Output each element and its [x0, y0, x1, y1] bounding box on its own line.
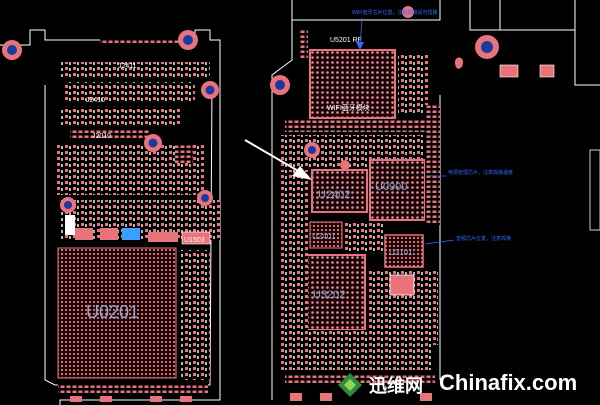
left-small-parts — [65, 215, 211, 245]
note-right-mid: 电源管理芯片，注意焊接温度 — [448, 169, 513, 176]
right-passives — [280, 105, 440, 383]
chip-u3202 — [304, 254, 366, 331]
watermark-en: Chinafix.com — [439, 370, 578, 395]
watermark: 迅维网 Chinafix.com — [335, 367, 600, 403]
chip-u5201 — [309, 49, 396, 119]
label-j2010: J2010 — [92, 133, 111, 140]
label-u3202: U3202 — [313, 289, 345, 301]
watermark-cn: 迅维网 — [369, 376, 423, 396]
label-j2410: J2410 — [86, 97, 105, 104]
annotation-right-low: 音频芯片位置，注意焊接 — [424, 235, 511, 245]
right-edge-parts — [589, 149, 600, 231]
chip-u0201 — [57, 247, 177, 379]
chip-u3101 — [384, 234, 424, 268]
chip-u2402 — [311, 169, 368, 213]
left-screw-holes — [2, 30, 219, 213]
annotation-right-mid: 电源管理芯片，注意焊接温度 — [428, 169, 513, 177]
left-bottom-row — [58, 384, 208, 402]
label-u0900: U0900 — [375, 181, 407, 193]
left-top-connectors — [55, 38, 220, 240]
label-u0201: U0201 — [86, 302, 139, 322]
label-u2401: U2401 — [312, 232, 336, 241]
right-screw-holes — [270, 6, 499, 170]
note-top: WIFI蓝牙芯片位置，注意焊接请勿短路 — [352, 9, 438, 16]
left-passives — [180, 250, 210, 380]
chip-u2401 — [309, 221, 343, 249]
chinafix-logo-icon — [338, 373, 362, 397]
pointer-arrow — [244, 139, 312, 180]
label-j2411: J2411 — [118, 63, 137, 70]
left-board — [0, 29, 221, 405]
label-u2402: U2402 — [318, 189, 350, 201]
chip-u0900 — [369, 159, 426, 221]
apple-logo-icon — [455, 57, 463, 69]
label-u5201: U5201 RF — [330, 37, 362, 44]
right-bottom-row — [290, 393, 432, 401]
label-wifi-bt: WIFI蓝牙模块 — [327, 103, 370, 112]
label-u1503: U1503 — [184, 237, 205, 244]
annotation-top: WIFI蓝牙芯片位置，注意焊接请勿短路 — [352, 9, 438, 50]
label-u3101: U3101 — [389, 248, 413, 257]
note-right-low: 音频芯片位置，注意焊接 — [456, 235, 511, 242]
